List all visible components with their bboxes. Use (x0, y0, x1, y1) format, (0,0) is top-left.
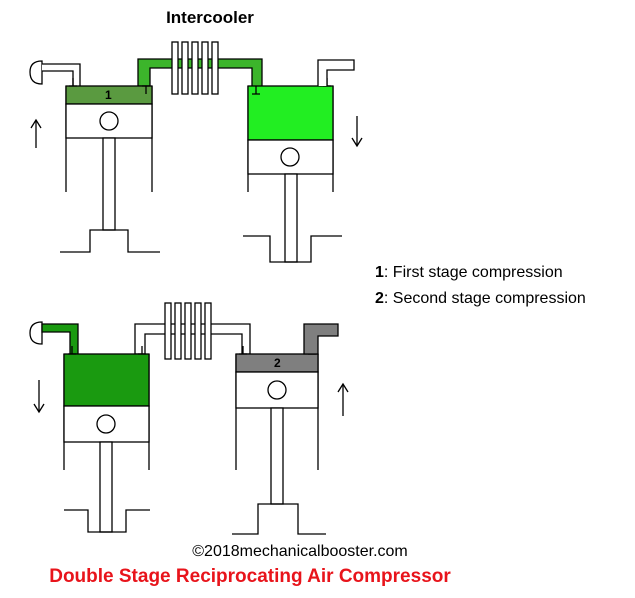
bottom-rod-1 (99, 441, 113, 533)
legend-item-2: 2: Second stage compression (375, 290, 586, 308)
legend-text: : Second stage compression (383, 290, 586, 307)
top-rod-2 (284, 173, 298, 263)
legend-num: 1 (375, 264, 384, 281)
top-rod-1 (102, 137, 116, 231)
bottom-intake-elbow (29, 321, 79, 355)
legend-text: : First stage compression (383, 264, 563, 281)
top-cylinder-2 (243, 78, 342, 263)
top-outlet-pipe (317, 59, 355, 86)
top-cylinder-1: 1 (60, 78, 160, 253)
bottom-cylinder-1-air (63, 353, 150, 407)
top-arrow-up (30, 118, 42, 148)
legend-num: 2 (375, 290, 384, 307)
bottom-diagram: 2 (29, 302, 349, 535)
bottom-cylinder-2-label: 2 (274, 356, 281, 370)
top-cylinder-1-label: 1 (105, 88, 112, 102)
diagram-caption: Double Stage Reciprocating Air Compresso… (49, 566, 451, 587)
bottom-outlet-pipe (303, 323, 339, 355)
copyright-text: ©2018mechanicalbooster.com (192, 543, 408, 560)
bottom-cylinder-2: 2 (232, 346, 326, 535)
top-intercooler-pipe (137, 58, 263, 88)
top-cylinder-2-air (247, 85, 334, 141)
legend-item-1: 1: First stage compression (375, 264, 563, 282)
bottom-rod-2 (270, 407, 284, 505)
bottom-intercooler-fins (164, 302, 212, 360)
bottom-intercooler-pipe (134, 323, 251, 355)
top-intercooler-fins (171, 41, 219, 95)
top-diagram: 1 (29, 41, 363, 263)
bottom-arrow-down (33, 380, 45, 414)
bottom-arrow-up (337, 382, 349, 416)
top-arrow-down (351, 116, 363, 148)
bottom-cylinder-1 (63, 346, 150, 533)
intercooler-title: Intercooler (166, 8, 254, 27)
